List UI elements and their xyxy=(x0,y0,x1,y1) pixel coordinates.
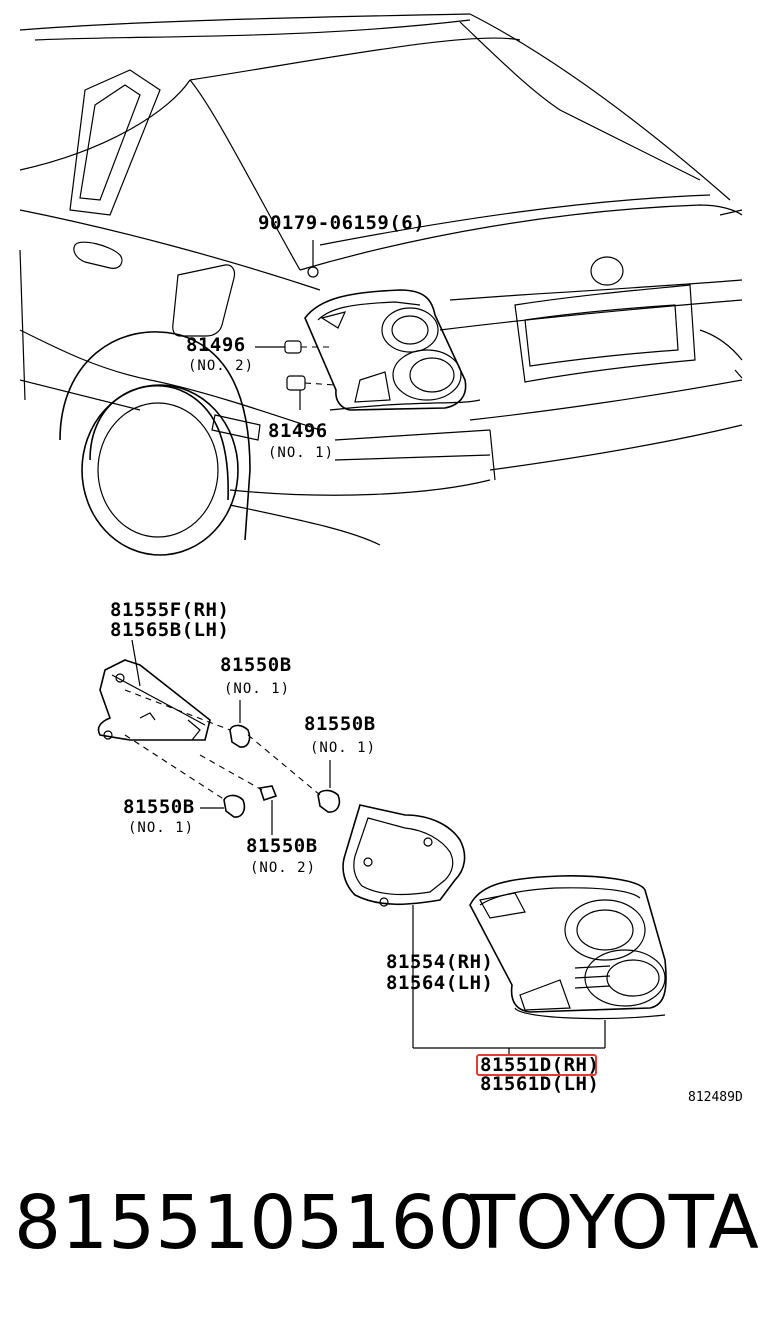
bracket-rh-part-number: 81555F(RH) xyxy=(110,599,229,621)
car-body-outline xyxy=(19,13,743,556)
socket-no2-icon xyxy=(255,340,330,354)
socket-no2-note: (NO. 2) xyxy=(188,358,254,374)
bulb-axis-lines xyxy=(124,689,321,801)
bulb-b-icon xyxy=(317,760,341,813)
tail-lamp-assembly xyxy=(469,875,667,1048)
parts-diagram: 90179-06159(6) 81496 (NO. 2) 81496 (NO. … xyxy=(19,13,743,1105)
bulb-c-part-number: 81550B xyxy=(123,796,195,818)
bolt-icon xyxy=(307,240,319,278)
bulb-b-part-number: 81550B xyxy=(304,713,376,735)
diagram-reference: 812489D xyxy=(688,1090,743,1105)
bulb-d-part-number: 81550B xyxy=(246,835,318,857)
lamp-lh-part-number: 81561D(LH) xyxy=(480,1073,599,1095)
lamp-rh-part-number[interactable]: 81551D(RH) xyxy=(480,1054,599,1076)
bulb-a-note: (NO. 1) xyxy=(224,681,290,697)
gasket-rh-part-number: 81554(RH) xyxy=(386,951,493,973)
bulb-a-part-number: 81550B xyxy=(220,654,292,676)
bulb-b-note: (NO. 1) xyxy=(310,740,376,756)
socket-no1-note: (NO. 1) xyxy=(268,445,334,461)
part-number: 8155105160 xyxy=(14,1180,485,1266)
highlight-box xyxy=(476,1054,597,1076)
tail-lamp-installed xyxy=(304,289,467,411)
bolt-part-number: 90179-06159(6) xyxy=(258,212,425,234)
footer: 8155105160 TOYOTA xyxy=(0,1180,760,1290)
gasket-lh-part-number: 81564(LH) xyxy=(386,972,493,994)
gasket xyxy=(342,804,466,1048)
bulb-c-note: (NO. 1) xyxy=(128,820,194,836)
bulb-bracket xyxy=(97,639,211,741)
socket-no1-part-number: 81496 xyxy=(268,420,328,442)
socket-no2-part-number: 81496 xyxy=(186,334,246,356)
brand-name: TOYOTA xyxy=(470,1180,759,1266)
bracket-lh-part-number: 81565B(LH) xyxy=(110,619,229,641)
socket-no1-icon xyxy=(286,375,336,410)
bulb-d-note: (NO. 2) xyxy=(250,860,316,876)
bulb-a-icon xyxy=(229,700,251,748)
bulb-c-icon xyxy=(200,794,246,818)
bulb-d-icon xyxy=(258,785,278,835)
